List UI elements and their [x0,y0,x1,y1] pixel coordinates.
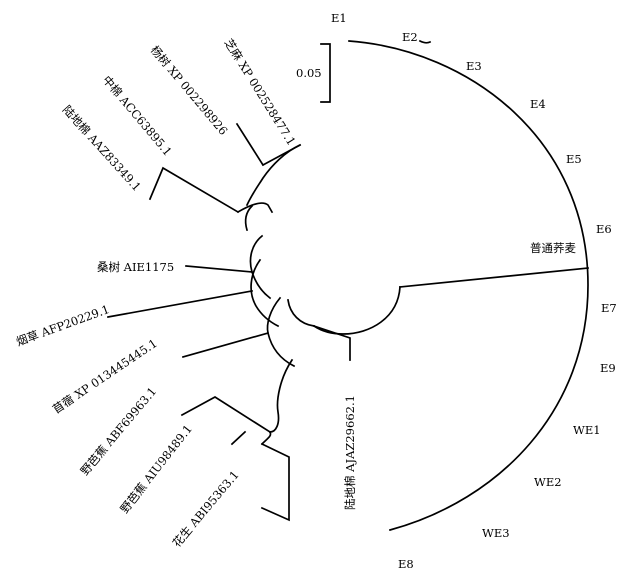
branch-alfalfa [181,331,270,359]
label-we3: WE3 [482,526,510,540]
label-poplar: 杨树 XP 002298926 [148,43,231,138]
branch-upland-cotton-aaz-cotton [148,166,240,214]
branch-upland-cotton-aja [312,324,351,361]
branch-poplar-tip [235,122,265,167]
label-e1: E1 [331,11,347,25]
root-arc [312,286,401,335]
node-banana-arc [260,430,272,446]
scale-bar-line [320,43,331,103]
branch-tobacco [107,290,253,318]
branch-mulberry [185,265,253,273]
outer-cluster-arc [348,40,589,532]
scale-bar: 0.05 [296,43,331,103]
label-we2: WE2 [534,475,562,489]
outer-cluster-hook [418,39,432,44]
label-e7: E7 [601,301,617,315]
node-upper-arc [236,202,274,214]
outer-labels: E1 E2 E3 E4 E5 E6 E7 E9 WE1 WE2 WE3 E8 [331,11,617,571]
branch-peanut [260,442,290,522]
node-lower-arc [269,358,294,433]
node-tobacco-arc [250,258,280,328]
node-mulberry-arc [249,234,272,300]
label-e5: E5 [566,152,582,166]
label-peanut: 花生 ABI95363.1 [170,468,242,550]
branch-banana-abf [180,396,272,434]
label-e8: E8 [398,557,414,571]
label-mulberry: 桑树 AIE1175 [97,260,174,274]
node-upper-inner [244,204,254,232]
label-sesame: 芝麻 XP 002528477.1 [221,36,298,148]
branch-banana-aiu [230,430,247,446]
node-alfalfa-arc [266,296,296,368]
label-buckwheat: 普通荞麦 [530,241,576,255]
node-inner-arc [287,299,315,327]
label-e2: E2 [402,30,418,44]
taxon-labels: 普通荞麦 芝麻 XP 002528477.1 杨树 XP 002298926 中… [14,36,576,550]
label-e9: E9 [600,361,616,375]
label-banana-abf: 野芭蕉 ABF69963.1 [78,384,160,478]
label-we1: WE1 [573,423,601,437]
label-banana-aiu: 野芭蕉 AIU98489.1 [117,422,195,516]
branch-buckwheat [399,267,589,288]
node-sesame-poplar-arc [245,143,302,207]
tree-branches [107,39,589,532]
label-e6: E6 [596,222,612,236]
scale-bar-label: 0.05 [296,66,322,80]
label-tobacco: 烟草 AFP20229.1 [14,302,111,349]
label-cotton-acc: 中棉 ACC63895.1 [100,73,175,159]
label-e4: E4 [530,97,546,111]
label-e3: E3 [466,59,482,73]
label-upland-cotton-aja: 陆地棉 AJAZ29662.1 [343,395,357,510]
